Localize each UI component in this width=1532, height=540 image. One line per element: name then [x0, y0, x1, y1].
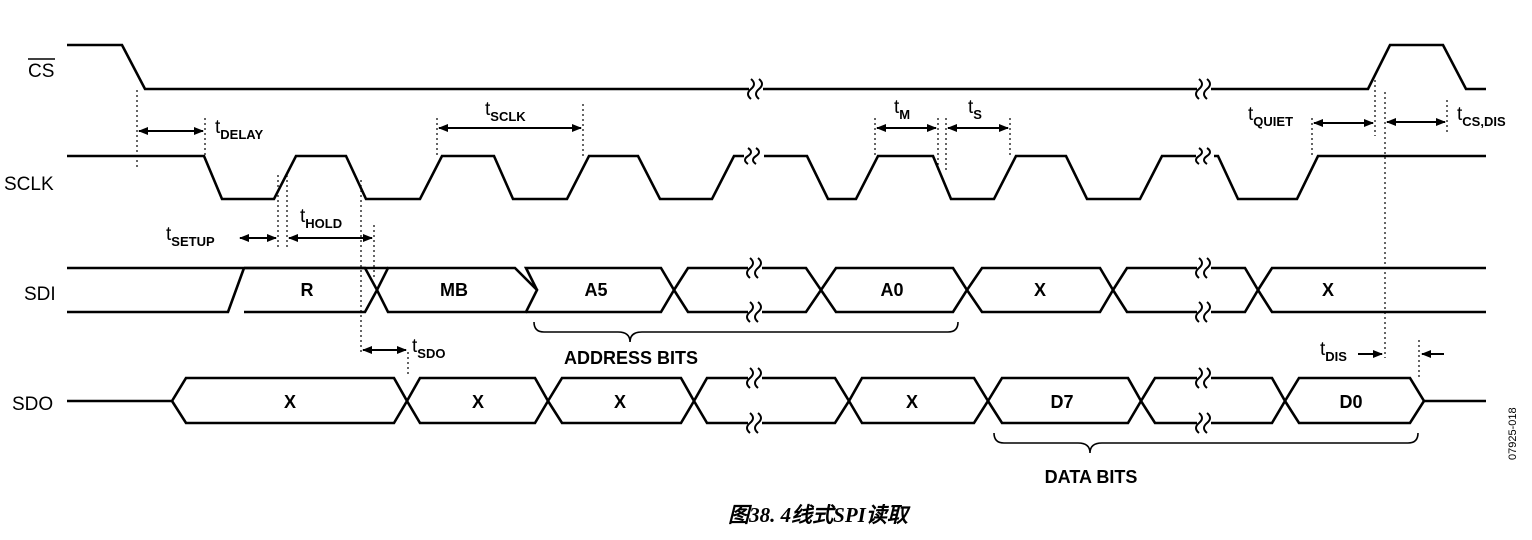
break-marks: [744, 78, 1214, 434]
t-sclk-label: tSCLK: [485, 99, 526, 124]
sdo-field-labels: X X X X D7 D0: [284, 392, 1363, 412]
cs-signal: CS: [28, 43, 1486, 91]
sclk-signal: SCLK: [4, 154, 1486, 201]
sdi-label: SDI: [24, 284, 56, 305]
figure-caption: 图38. 4线式SPI读取: [728, 503, 911, 527]
timing-reference-lines: [136, 80, 1448, 380]
address-bits-brace: [533, 321, 959, 343]
t-dis-label: tDIS: [1320, 339, 1347, 364]
t-sdo-label: tSDO: [412, 336, 445, 361]
data-bits-label: DATA BITS: [1045, 467, 1138, 487]
t-m-label: tM: [894, 97, 910, 122]
cs-waveform: [67, 43, 1486, 91]
sdo-field-x1: X: [284, 392, 296, 412]
t-quiet-label: tQUIET: [1248, 104, 1293, 129]
sdo-field-d7: D7: [1050, 392, 1073, 412]
sdo-bus: [67, 376, 1486, 425]
sdi-signal: SDI: [24, 266, 1486, 314]
sdo-field-x4: X: [906, 392, 918, 412]
sdo-field-x2: X: [472, 392, 484, 412]
sclk-label: SCLK: [4, 174, 54, 195]
t-delay-label: tDELAY: [215, 117, 263, 142]
sdi-field-labels: R MB A5 A0 X X: [301, 280, 1335, 300]
sdi-field-mb: MB: [440, 280, 468, 300]
sdo-signal: SDO: [12, 376, 1486, 425]
figure-id: 07925-018: [1507, 407, 1519, 460]
t-s-label: tS: [968, 97, 982, 122]
timing-labels: tDELAY tSCLK tM tS tQUIET tCS,DIS tSETUP…: [166, 97, 1506, 364]
data-bits-brace: [993, 432, 1419, 454]
sdi-field-a0: A0: [880, 280, 903, 300]
t-csdis-label: tCS,DIS: [1457, 104, 1506, 129]
sdo-field-d0: D0: [1339, 392, 1362, 412]
timing-arrows: [138, 118, 1446, 358]
t-setup-label: tSETUP: [166, 224, 215, 249]
sdo-field-x3: X: [614, 392, 626, 412]
sdi-field-r: R: [301, 280, 314, 300]
sclk-waveform: [67, 154, 1486, 201]
break-mark-left: [744, 78, 764, 434]
t-hold-label: tHOLD: [300, 206, 342, 231]
sdo-label: SDO: [12, 394, 53, 415]
break-mark-right: [1195, 78, 1214, 434]
sdi-field-a5: A5: [584, 280, 607, 300]
sdi-field-x1: X: [1034, 280, 1046, 300]
sdi-bus: [67, 266, 1486, 314]
address-bits-label: ADDRESS BITS: [564, 348, 698, 368]
sdi-field-x2: X: [1322, 280, 1334, 300]
cs-label: CS: [28, 61, 54, 82]
